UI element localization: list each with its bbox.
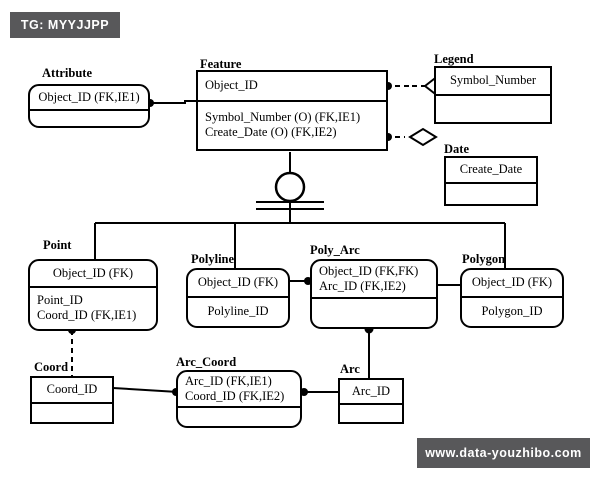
entity-separator: [30, 109, 148, 111]
entity-date-body: [446, 184, 536, 204]
entity-arc-coord[interactable]: Arc_ID (FK,IE1) Coord_ID (FK,IE2): [176, 370, 302, 428]
entity-label-coord: Coord: [34, 360, 69, 374]
entity-point-key-area: Object_ID (FK): [52, 265, 134, 280]
entity-separator: [188, 296, 288, 298]
entity-polyline-body: Polyline_ID: [207, 304, 269, 318]
entity-date-key-area: Create_Date: [459, 162, 523, 176]
rel-polyarc-arc: [364, 324, 374, 378]
rel-feature-attribute: [146, 99, 196, 107]
entity-separator: [178, 406, 300, 408]
entity-coord[interactable]: Coord_ID: [30, 376, 114, 424]
entity-arc-key-area: Arc_ID: [351, 383, 391, 398]
entity-polygon[interactable]: Object_ID (FK) Polygon_ID: [460, 268, 564, 328]
entity-polygon-body: Polygon_ID: [481, 304, 543, 318]
subtype-bus: [94, 222, 506, 274]
entity-coord-key-area: Coord_ID: [46, 382, 98, 396]
entity-feature-key-area: Object_ID: [205, 78, 258, 92]
entity-separator: [30, 286, 156, 288]
entity-label-polygon: Polygon: [462, 252, 506, 266]
rel-coord-arccoord: [112, 387, 180, 396]
entity-label-attribute: Attribute: [42, 66, 92, 80]
entity-polyline[interactable]: Object_ID (FK) Polyline_ID: [186, 268, 290, 328]
entity-point[interactable]: Object_ID (FK) Point_ID Coord_ID (FK,IE1…: [28, 259, 158, 331]
entity-label-point: Point: [43, 238, 72, 252]
entity-attribute-key-area: Object_ID (FK,IE1): [38, 89, 140, 104]
rel-date-feature: [384, 127, 438, 147]
rel-polyline-polyarc: [288, 277, 312, 285]
entity-coord-body: [32, 404, 112, 422]
entity-legend-body: [436, 96, 550, 122]
entity-feature-body: Symbol_Number (O) (FK,IE1) Create_Date (…: [205, 110, 361, 139]
entity-poly-arc-key-area: Object_ID (FK,FK) Arc_ID (FK,IE2): [319, 263, 419, 293]
entity-separator: [436, 94, 550, 96]
entity-attribute-body: [30, 111, 148, 126]
entity-label-date: Date: [444, 142, 469, 156]
entity-label-feature: Feature: [200, 57, 242, 71]
entity-label-legend: Legend: [434, 52, 474, 66]
entity-poly-arc[interactable]: Object_ID (FK,FK) Arc_ID (FK,IE2): [310, 259, 438, 329]
entity-date[interactable]: Create_Date: [444, 156, 538, 206]
entity-separator: [32, 402, 112, 404]
entity-separator: [198, 100, 386, 102]
entity-separator: [312, 297, 436, 299]
subtype-discriminator: [256, 152, 324, 223]
entity-legend-key-area: Symbol_Number: [449, 73, 537, 87]
entity-separator: [340, 403, 402, 405]
watermark-tag: TG: MYYJJPP: [10, 12, 120, 38]
entity-polygon-key-area: Object_ID (FK): [471, 275, 553, 289]
entity-label-arccoord: Arc_Coord: [176, 355, 237, 369]
entity-label-polyline: Polyline: [191, 252, 235, 266]
rel-arc-arccoord: [300, 388, 338, 396]
entity-arc-coord-key-area: Arc_ID (FK,IE1) Coord_ID (FK,IE2): [185, 373, 285, 403]
entity-legend[interactable]: Symbol_Number: [434, 66, 552, 124]
entity-separator: [462, 296, 562, 298]
entity-feature[interactable]: Object_ID Symbol_Number (O) (FK,IE1) Cre…: [196, 70, 388, 151]
rel-point-coord: [68, 326, 76, 378]
entity-poly-arc-body: [312, 299, 436, 327]
entity-arc-coord-body: [178, 408, 300, 426]
entity-label-arc: Arc: [340, 362, 360, 376]
entity-label-polyarc: Poly_Arc: [310, 243, 360, 257]
entity-polyline-key-area: Object_ID (FK): [197, 275, 279, 289]
entity-arc[interactable]: Arc_ID: [338, 378, 404, 424]
entity-point-body: Point_ID Coord_ID (FK,IE1): [37, 293, 137, 322]
entity-separator: [446, 182, 536, 184]
entity-attribute[interactable]: Object_ID (FK,IE1): [28, 84, 150, 128]
entity-arc-body: [340, 405, 402, 422]
watermark-url: www.data-youzhibo.com: [417, 438, 590, 468]
